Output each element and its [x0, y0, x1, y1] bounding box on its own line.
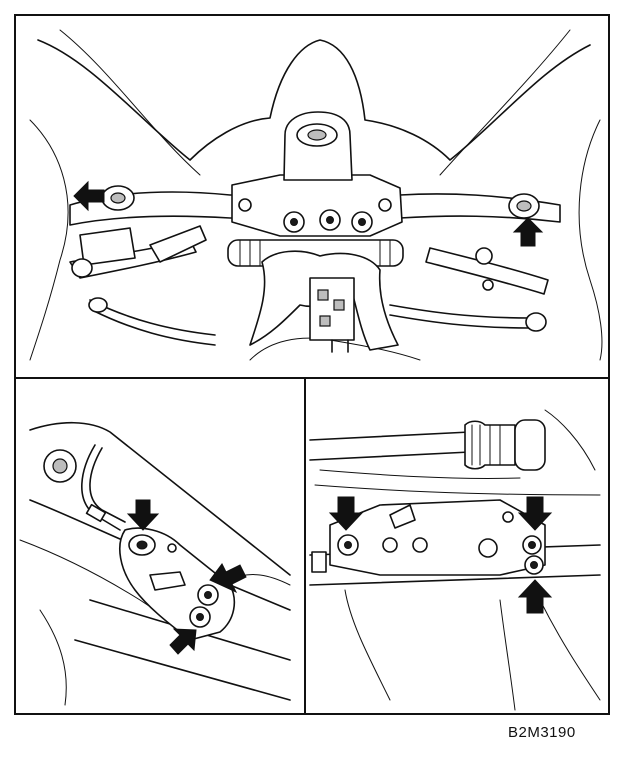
bottom-left-arrow-right-icon	[209, 563, 247, 594]
bottom-left-arrow-bottom-icon	[169, 628, 197, 655]
bottom-right-arrow-left-icon	[328, 496, 364, 531]
top-left-arrow-icon	[73, 180, 105, 212]
top-panel-drawing	[29, 29, 603, 361]
bottom-right-arrow-top-icon	[517, 496, 553, 531]
bottom-right-panel-frame	[304, 377, 610, 715]
bottom-left-arrow-top-icon	[126, 499, 160, 531]
bottom-left-drawing	[19, 421, 291, 706]
top-right-arrow-icon	[512, 217, 544, 247]
figure-code: B2M3190	[508, 724, 576, 741]
bottom-right-drawing	[309, 409, 601, 711]
bottom-right-arrow-bottom-icon	[517, 579, 553, 614]
